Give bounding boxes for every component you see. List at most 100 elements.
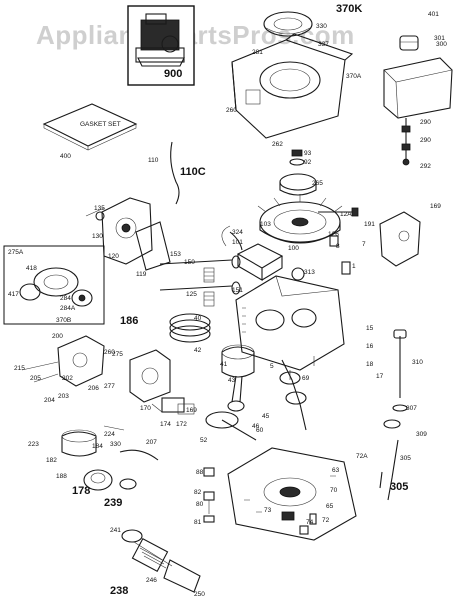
breather-cover[interactable] [151,397,195,415]
callout-8: 8 [336,243,340,250]
oil-fill-extension[interactable] [379,471,383,489]
callout-370k: 370K [336,3,362,15]
engine-inset[interactable] [127,5,195,86]
callout-63: 63 [332,467,340,474]
callout-45: 45 [262,413,270,420]
callout-81: 81 [194,519,202,526]
callout-281: 281 [252,49,263,56]
fuel-tank[interactable] [383,35,453,119]
callout-417: 417 [8,291,19,298]
callout-300: 300 [436,41,447,48]
callout-250: 250 [194,591,205,598]
fuel-line[interactable] [401,118,411,166]
callout-241: 241 [110,527,121,534]
callout-153: 153 [170,251,181,258]
dipstick-tube[interactable] [387,439,399,501]
callout-204: 204 [44,397,55,404]
callout-72: 72 [322,517,330,524]
callout-69: 69 [302,375,310,382]
callout-74: 74 [306,519,314,526]
callout-46: 46 [252,423,260,430]
blower-housing[interactable] [231,33,354,139]
callout-120: 120 [108,253,119,260]
connecting-rod[interactable] [231,375,243,403]
callout-275: 275 [112,351,123,358]
callout-260: 260 [226,107,237,114]
callout-246: 246 [146,577,157,584]
muffler[interactable] [129,349,171,403]
callout-418: 418 [26,265,37,272]
callout-239: 239 [104,497,122,509]
valve-train[interactable] [159,255,241,307]
flywheel[interactable] [257,194,343,244]
callout-135: 135 [94,205,105,212]
callout-1: 1 [352,263,356,270]
callout-301: 301 [434,35,445,42]
gasket-set[interactable]: GASKET SET [42,103,138,151]
callout-206: 206 [88,385,99,392]
governor-link[interactable] [170,141,180,205]
callout-330: 330 [316,23,327,30]
callout-172: 172 [176,421,187,428]
primer-bulb[interactable] [83,469,113,491]
callout-72a: 72A [356,453,368,460]
callout-370a: 370A [346,73,362,80]
governor-control[interactable] [291,207,421,281]
callout-80: 80 [196,501,204,508]
callout-309: 309 [416,431,427,438]
carburetor-body[interactable] [21,335,105,387]
callout-900: 900 [164,68,182,80]
callout-92: 92 [304,159,312,166]
callout-313: 313 [304,269,315,276]
callout-170: 170 [140,405,151,412]
callout-16: 16 [366,343,374,350]
callout-260: 260 [104,349,115,356]
callout-203: 203 [58,393,69,400]
ignition-coil[interactable] [221,225,284,281]
flywheel-washer[interactable] [289,158,305,166]
starter-cup[interactable] [279,173,317,196]
spark-plug-wire[interactable] [229,231,243,251]
callout-130: 130 [92,233,103,240]
float-bowl[interactable] [61,425,125,457]
oil-seal[interactable] [383,419,401,429]
callout-169: 169 [430,203,441,210]
sump-hardware[interactable] [203,467,317,535]
callout-125: 125 [186,291,197,298]
callout-330: 330 [110,441,121,448]
callout-93: 93 [304,150,312,157]
rod-cap[interactable] [227,400,245,412]
callout-215: 215 [14,365,25,372]
rewind-starter[interactable] [263,11,313,37]
callout-290: 290 [420,137,431,144]
flywheel-nut[interactable] [291,149,303,157]
intake-gasket[interactable] [135,221,171,271]
callout-401: 401 [428,11,439,18]
callout-65: 65 [326,503,334,510]
callout-126: 126 [328,231,339,238]
callout-284a: 284A [60,305,76,312]
crankshaft[interactable] [279,359,307,431]
piston[interactable] [221,344,255,378]
callout-207: 207 [146,439,157,446]
camshaft-gear[interactable] [205,411,239,429]
callout-370b: 370B [56,317,71,324]
callout-284: 284 [60,295,71,302]
air-filter[interactable] [121,529,201,593]
air-cleaner-inset[interactable] [3,245,105,325]
drain-plug[interactable] [119,478,137,490]
callout-110: 110 [148,157,159,164]
callout-275a: 275A [8,249,24,256]
callout-277: 277 [104,383,115,390]
callout-151: 151 [232,287,243,294]
throttle-link[interactable] [119,449,159,461]
sump-cover[interactable] [227,447,357,541]
callout-169: 169 [186,407,197,414]
piston-rings[interactable] [169,313,211,343]
dipstick[interactable] [392,329,408,412]
callout-70: 70 [330,487,338,494]
callout-292: 292 [420,163,431,170]
cylinder-block[interactable] [235,275,345,380]
camshaft[interactable] [221,419,257,441]
